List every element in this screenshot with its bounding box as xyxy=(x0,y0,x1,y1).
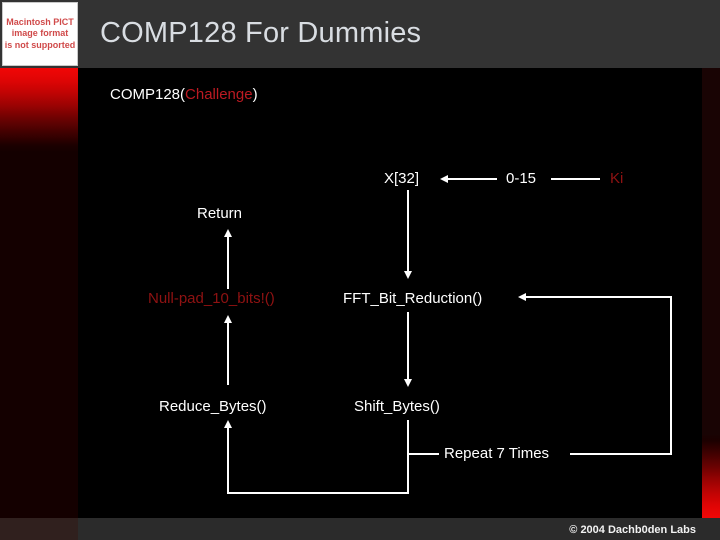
node-x32: X[32] xyxy=(384,170,420,187)
node-range: 0-15 xyxy=(506,170,537,187)
pict-placeholder-line-3: is not supported xyxy=(4,39,76,50)
arrowhead-left-to-fft xyxy=(518,293,526,301)
arrowhead-down-to-shift xyxy=(404,379,412,387)
connector-shift-loop-down xyxy=(407,420,409,494)
function-signature-suffix: ) xyxy=(252,86,258,103)
page-title: COMP128 For Dummies xyxy=(100,17,422,49)
right-accent-strip xyxy=(702,0,720,540)
node-reduce-bytes: Reduce_Bytes() xyxy=(159,398,267,415)
function-signature-prefix: COMP128( xyxy=(110,86,186,103)
header-bar xyxy=(0,0,720,68)
pict-placeholder-line-2: image format xyxy=(11,28,69,39)
connector-reduce-to-nullpad xyxy=(227,323,229,385)
function-signature-argument: Challenge xyxy=(185,86,253,103)
pict-placeholder-image: Macintosh PICT image format is not suppo… xyxy=(2,2,78,66)
connector-range-to-x32 xyxy=(447,178,497,180)
connector-repeat-tick-left xyxy=(409,453,439,455)
connector-x32-to-fft xyxy=(407,190,409,272)
left-red-gradient xyxy=(0,68,78,152)
connector-shift-loop-up xyxy=(227,428,229,494)
connector-repeat-tick-right xyxy=(570,453,672,455)
arrowhead-left-to-x32 xyxy=(440,175,448,183)
connector-shift-loop-across xyxy=(227,492,409,494)
arrowhead-down-to-fft xyxy=(404,271,412,279)
node-repeat-label: Repeat 7 Times xyxy=(444,445,550,462)
footer-bar xyxy=(0,518,720,540)
footer-copyright: © 2004 Dachb0den Labs xyxy=(569,524,696,536)
node-return: Return xyxy=(197,205,243,222)
function-signature: COMP128(Challenge) xyxy=(110,86,258,103)
node-ki: Ki xyxy=(610,170,624,187)
connector-ki-to-range xyxy=(551,178,600,180)
connector-nullpad-to-return xyxy=(227,237,229,289)
arrowhead-up-to-reduce xyxy=(224,420,232,428)
arrowhead-up-to-nullpad xyxy=(224,315,232,323)
node-shift-bytes: Shift_Bytes() xyxy=(354,398,440,415)
pict-placeholder-line-1: Macintosh PICT xyxy=(6,17,74,28)
connector-fft-to-shift xyxy=(407,312,409,380)
connector-repeat-loop-up xyxy=(670,296,672,455)
node-fft-bit-reduction: FFT_Bit_Reduction() xyxy=(343,290,483,307)
footer-bar-accent xyxy=(0,518,78,540)
node-null-pad: Null-pad_10_bits!() xyxy=(148,290,275,307)
right-red-gradient xyxy=(702,434,720,518)
connector-repeat-loop-across xyxy=(526,296,672,298)
arrowhead-up-to-return xyxy=(224,229,232,237)
